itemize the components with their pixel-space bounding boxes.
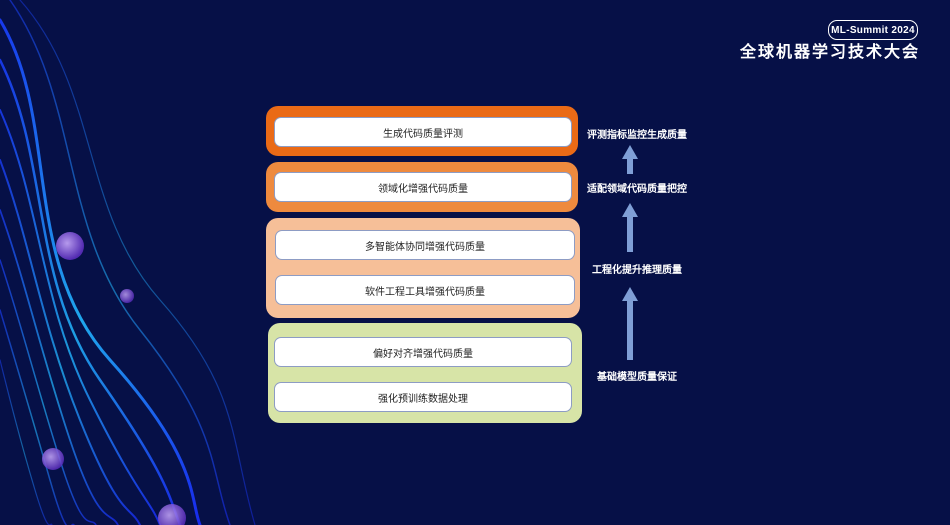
layer-item: 生成代码质量评测 (274, 117, 572, 147)
side-label-2: 适配领域代码质量把控 (587, 184, 687, 195)
side-label-4: 基础模型质量保证 (597, 372, 677, 383)
layer-item: 软件工程工具增强代码质量 (275, 275, 575, 305)
layer-item: 多智能体协同增强代码质量 (275, 230, 575, 260)
event-badge: ML-Summit 2024 (828, 20, 918, 40)
layer-item: 偏好对齐增强代码质量 (274, 337, 572, 367)
side-label-3: 工程化提升推理质量 (592, 265, 682, 276)
layer-item: 领域化增强代码质量 (274, 172, 572, 202)
side-label-1: 评测指标监控生成质量 (587, 130, 687, 141)
layer-item: 强化预训练数据处理 (274, 382, 572, 412)
conference-title: 全球机器学习技术大会 (739, 42, 920, 61)
